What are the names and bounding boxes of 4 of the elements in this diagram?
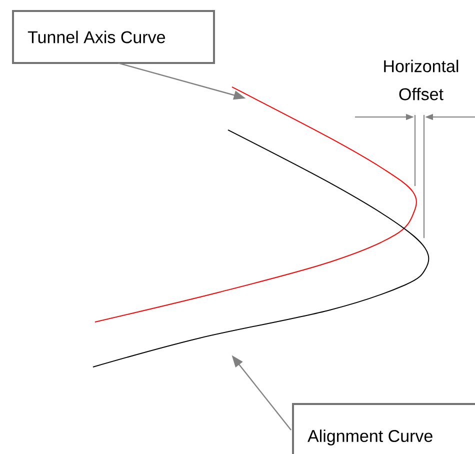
dimension-label: Horizontal Offset [384,60,458,100]
callout-box: Alignment Curve [292,402,475,454]
curve [92,130,430,368]
callout-box: Tunnel Axis Curve [12,10,215,64]
